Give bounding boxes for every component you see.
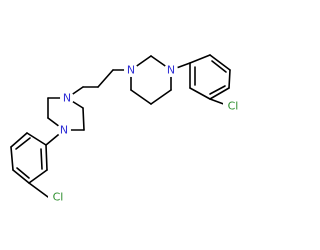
chemical-structure-diagram: N N N N Cl Cl	[10, 54, 243, 204]
structure-canvas: N N N N Cl Cl	[10, 54, 243, 204]
atom-label-n: N	[167, 64, 175, 77]
chlorine-atom-upper: Cl	[223, 99, 243, 113]
bond	[209, 54, 231, 71]
bond	[228, 69, 231, 89]
bond	[12, 169, 30, 184]
bond	[189, 54, 211, 64]
bond	[26, 132, 47, 146]
chlorine-atom-lower: Cl	[48, 190, 68, 204]
bond	[189, 87, 211, 100]
atom-label-cl: Cl	[228, 100, 239, 113]
bond	[209, 85, 226, 95]
bond	[209, 87, 230, 100]
atom-label-n: N	[60, 124, 68, 137]
bond	[28, 169, 48, 184]
bond-layer	[10, 54, 231, 198]
bond	[45, 144, 48, 171]
atom-label-n: N	[127, 64, 135, 77]
bond	[10, 146, 14, 171]
bond	[150, 89, 172, 105]
bond	[97, 69, 114, 88]
bond	[15, 137, 31, 150]
bond	[40, 148, 43, 170]
nitrogen-atom-lower-upper: N	[60, 91, 74, 105]
bond	[130, 89, 152, 105]
bond	[10, 132, 28, 148]
atom-label-layer: N N N N Cl Cl	[48, 63, 243, 204]
bond	[28, 182, 49, 198]
bond	[211, 60, 227, 73]
atom-label-cl: Cl	[53, 191, 64, 204]
nitrogen-atom-upper-right: N	[164, 63, 178, 77]
bond	[16, 167, 30, 179]
atom-label-n: N	[63, 92, 71, 105]
nitrogen-atom-lower-lower: N	[57, 123, 71, 137]
nitrogen-atom-upper-left: N	[124, 63, 138, 77]
bond	[82, 107, 85, 131]
